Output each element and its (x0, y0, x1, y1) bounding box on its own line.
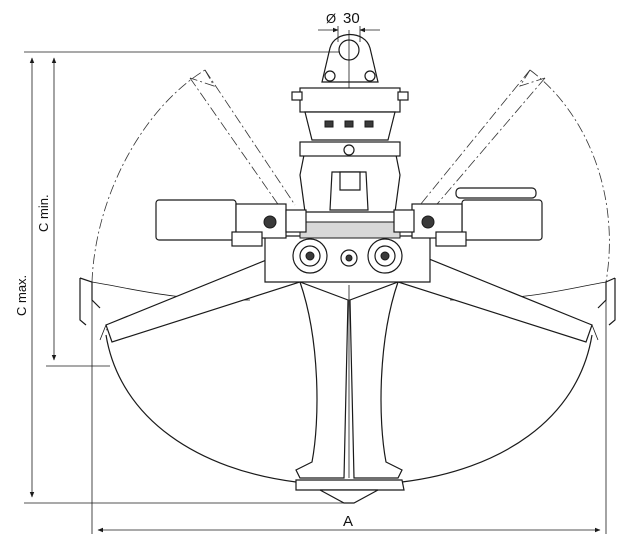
c-max-label: C max. (14, 275, 29, 316)
tine-tip (295, 479, 405, 504)
top-link (321, 30, 379, 88)
c-max-dimension: C max. (14, 51, 344, 504)
diameter-symbol: Ø (326, 11, 336, 26)
pin-diameter-dimension: Ø 30 (318, 10, 380, 42)
central-housing (264, 221, 431, 283)
c-min-dimension: C min. (36, 51, 340, 367)
pin-diameter-value: 30 (343, 10, 360, 27)
width-label: A (343, 513, 353, 530)
rotator-body (299, 141, 401, 213)
right-hydraulic-cylinder (393, 187, 543, 247)
left-hydraulic-cylinder (155, 199, 307, 247)
c-min-label: C min. (36, 194, 51, 232)
rotator-head (291, 87, 409, 141)
width-dimension: A (91, 300, 607, 534)
shell-bowl (79, 261, 616, 483)
